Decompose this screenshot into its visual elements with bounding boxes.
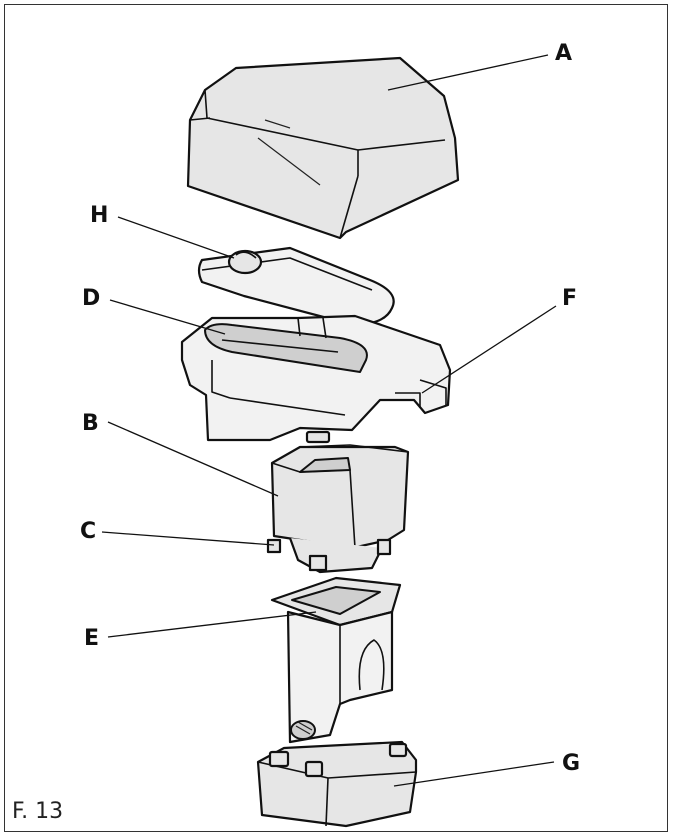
figure-frame bbox=[4, 4, 668, 832]
leader-a bbox=[387, 54, 549, 91]
leader-c bbox=[101, 531, 275, 546]
callout-h: H bbox=[90, 203, 108, 228]
part-h-paddle bbox=[197, 246, 395, 326]
figure-label: F. 13 bbox=[12, 799, 63, 824]
callout-labels: A H D F B C E G bbox=[80, 41, 580, 776]
callout-g: G bbox=[562, 751, 580, 776]
part-d-f-tray bbox=[180, 314, 452, 444]
callout-b: B bbox=[82, 411, 99, 436]
callout-d: D bbox=[82, 286, 100, 311]
leader-e bbox=[107, 611, 317, 638]
leader-g bbox=[393, 761, 555, 787]
leader-lines bbox=[101, 54, 557, 787]
callout-f: F bbox=[562, 286, 577, 311]
leader-h bbox=[117, 216, 235, 259]
leader-d bbox=[109, 299, 226, 335]
part-a-cover bbox=[186, 56, 460, 240]
part-e-chamber bbox=[270, 576, 402, 744]
part-b-container bbox=[266, 444, 410, 574]
callout-c: C bbox=[80, 519, 96, 544]
part-g-base bbox=[256, 740, 418, 828]
callout-a: A bbox=[555, 41, 572, 66]
callout-e: E bbox=[84, 626, 99, 651]
leader-f bbox=[421, 305, 557, 394]
leader-b bbox=[107, 421, 279, 497]
